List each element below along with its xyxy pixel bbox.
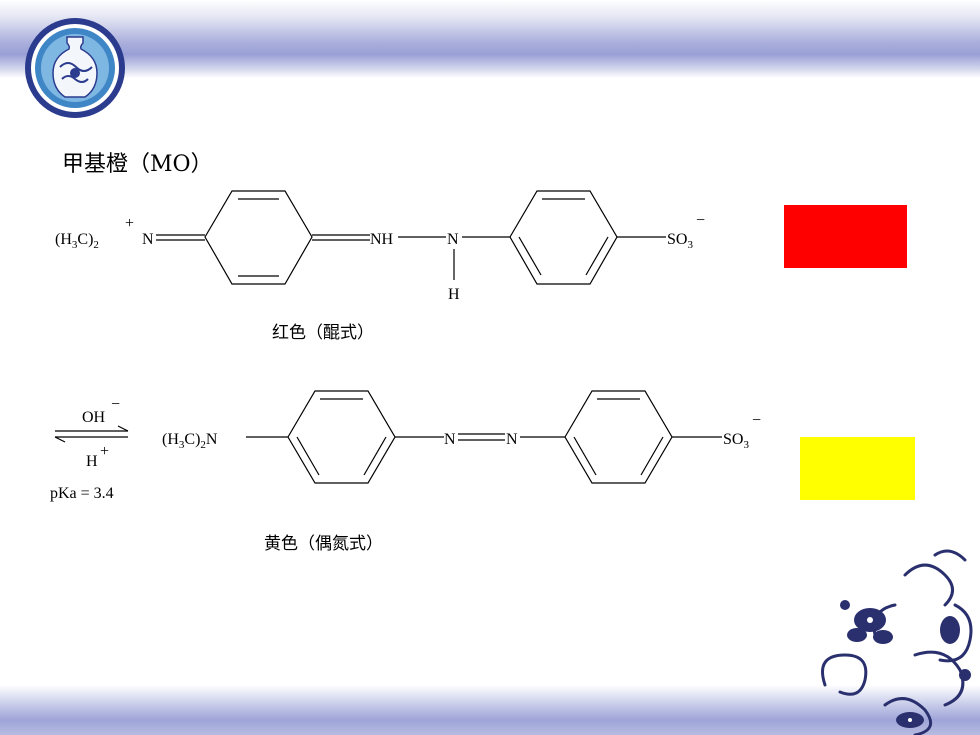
azo-n1: N [444, 431, 456, 448]
footer-band [0, 685, 980, 735]
red-color-swatch [784, 205, 907, 268]
quinoid-plus-charge: + [125, 215, 134, 232]
azo-n2: N [506, 431, 518, 448]
azo-left-group: (H3C)2N [162, 431, 218, 451]
pka-value: pKa = 3.4 [50, 485, 114, 502]
azo-minus-charge: − [752, 412, 761, 429]
quinoid-n: N [447, 231, 459, 248]
vase-logo-icon [25, 18, 125, 118]
quinoid-structure: (H3C)2 + N NH N H SO3 − [55, 190, 705, 303]
quinoid-left-n: N [142, 231, 154, 248]
quinoid-h: H [448, 286, 460, 303]
oh-reagent: OH [82, 409, 106, 426]
h-charge: + [100, 443, 109, 460]
azo-caption: 黄色（偶氮式） [264, 534, 383, 554]
equilibrium-arrows: OH − H + [54, 396, 129, 470]
quinoid-nh: NH [370, 231, 394, 248]
floral-ornament-icon [821, 549, 973, 735]
h-reagent: H [86, 453, 98, 470]
oh-charge: − [111, 396, 120, 413]
azo-so3: SO3 [723, 431, 749, 451]
quinoid-caption: 红色（醌式） [272, 323, 374, 343]
quinoid-so3: SO3 [667, 231, 693, 251]
quinoid-left-group: (H3C)2 [55, 231, 99, 251]
quinoid-minus-charge: − [696, 212, 705, 229]
page-title: 甲基橙（MO） [62, 152, 213, 177]
yellow-color-swatch [800, 437, 915, 500]
header-band [0, 0, 980, 78]
azo-structure: (H3C)2N N N SO3 − [162, 390, 761, 484]
